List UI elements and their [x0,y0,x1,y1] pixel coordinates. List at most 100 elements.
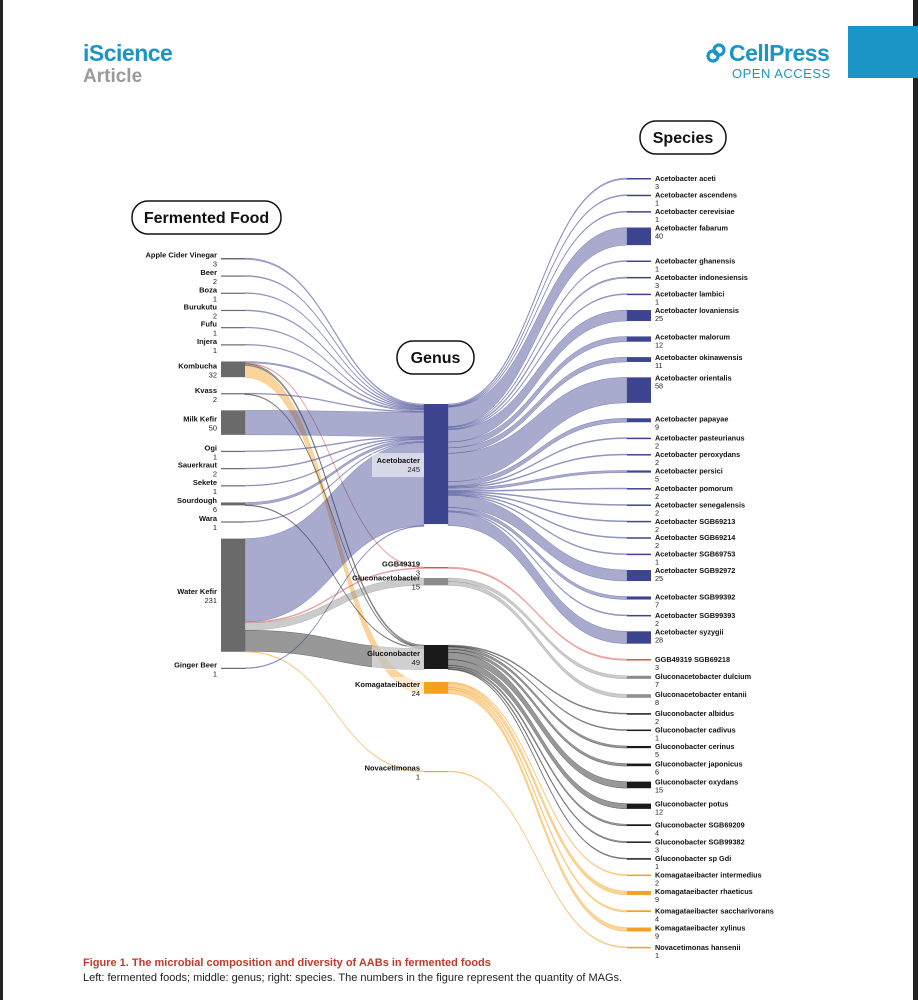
genus-label-bg-acetobacter [372,453,424,478]
species-label-acetobacter-ascendens: Acetobacter ascendens [655,191,737,200]
link-acetobacter-to-acetobacter-sgb92972 [447,494,628,582]
food-node-sourdough [221,502,245,506]
species-value-gluconobacter-sgb99382: 3 [655,845,659,854]
page-border-right [913,0,918,1000]
article-type: Article [83,66,143,87]
species-node-acetobacter-orientalis [627,377,651,403]
species-node-acetobacter-persici [627,470,651,473]
species-node-acetobacter-sgb92972 [627,570,651,582]
food-label-sauerkraut: Sauerkraut [178,461,218,470]
species-label-acetobacter-malorum: Acetobacter malorum [655,332,731,341]
species-node-komagataeibacter-intermedius [627,874,651,877]
food-node-ginger-beer [221,667,245,669]
food-node-kvass [221,393,245,395]
food-label-sekete: Sekete [193,478,217,487]
species-node-acetobacter-pomorum [627,488,651,490]
species-column-header: Species [639,120,727,155]
species-label-acetobacter-sgb69214: Acetobacter SGB69214 [655,533,736,542]
food-label-water-kefir: Water Kefir [177,587,217,596]
species-label-acetobacter-persici: Acetobacter persici [655,466,723,475]
genus-column-header: Genus [396,340,475,375]
species-value-acetobacter-senegalensis: 2 [655,508,659,517]
species-value-gluconobacter-japonicus: 6 [655,768,659,777]
species-node-gluconobacter-cerinus [627,745,651,749]
genus-node-acetobacter [424,404,448,525]
food-node-water-kefir [221,538,245,652]
species-node-acetobacter-sgb99392 [627,596,651,600]
species-node-acetobacter-senegalensis [627,504,651,506]
food-value-milk-kefir: 50 [209,424,217,433]
food-value-wara: 1 [213,523,217,532]
species-value-acetobacter-papayae: 9 [655,422,659,431]
species-node-acetobacter-okinawensis [627,357,651,362]
species-label-acetobacter-indonesiensis: Acetobacter indonesiensis [655,273,748,282]
species-node-komagataeibacter-rhaeticus [627,890,651,895]
genus-label-gluconobacter: Gluconobacter [367,649,420,658]
food-value-sauerkraut: 2 [213,470,217,479]
species-label-acetobacter-peroxydans: Acetobacter peroxydans [655,450,740,459]
species-node-gluconobacter-japonicus [627,763,651,767]
link-fufu-to-acetobacter [244,326,425,410]
genus-label-bg-gluconobacter [372,646,424,671]
species-label-gluconacetobacter-entanii: Gluconacetobacter entanii [655,690,747,699]
food-label-burukutu: Burukutu [184,302,218,311]
species-value-gluconobacter-cerinus: 5 [655,750,659,759]
species-label-acetobacter-pomorum: Acetobacter pomorum [655,484,733,493]
species-node-acetobacter-sgb69753 [627,553,651,556]
species-label-acetobacter-syzygii: Acetobacter syzygii [655,627,724,636]
genus-value-komagataeibacter: 24 [412,689,420,698]
food-value-sourdough: 6 [213,505,217,514]
species-value-gluconobacter-albidus: 2 [655,717,659,726]
species-label-acetobacter-fabarum: Acetobacter fabarum [655,224,729,233]
species-label-gluconobacter-cerinus: Gluconobacter cerinus [655,742,734,751]
species-label-komagataeibacter-saccharivorans: Komagataeibacter saccharivorans [655,906,774,915]
food-label-injera: Injera [197,337,218,346]
genus-value-novacetimonas: 1 [416,773,420,782]
species-label-gluconobacter-sp-gdi: Gluconobacter sp Gdi [655,854,731,863]
food-node-fufu [221,327,245,329]
sankey-nodes [221,178,651,949]
link-milk-kefir-to-acetobacter [244,410,425,437]
species-value-acetobacter-pasteurianus: 2 [655,442,659,451]
species-value-komagataeibacter-saccharivorans: 4 [655,914,659,923]
food-node-sekete [221,485,245,487]
species-value-gluconobacter-sgb69209: 4 [655,828,659,837]
species-label-gluconobacter-oxydans: Gluconobacter oxydans [655,778,738,787]
food-node-boza [221,292,245,294]
link-komagataeibacter-to-komagataeibacter-rhaeticus [447,682,628,896]
publisher-name: CellPress [729,40,830,66]
species-label-gluconobacter-sgb99382: Gluconobacter SGB99382 [655,837,745,846]
genus-label-bg-komagataeibacter [372,676,424,701]
species-value-novacetimonas-hansenii: 1 [655,951,659,960]
species-node-acetobacter-malorum [627,336,651,342]
species-node-gluconacetobacter-dulcium [627,675,651,679]
food-label-kvass: Kvass [195,386,217,395]
species-label-komagataeibacter-intermedius: Komagataeibacter intermedius [655,871,762,880]
journal-name: iScience [83,40,173,66]
link-water-kefir-to-ggb49319 [244,567,425,624]
food-value-water-kefir: 231 [204,596,217,605]
species-value-acetobacter-sgb99392: 7 [655,600,659,609]
figure-caption-title: Figure 1. The microbial composition and … [83,957,491,969]
species-node-acetobacter-pasteurianus [627,437,651,440]
publisher-logo: CellPress [706,40,830,67]
species-value-acetobacter-syzygii: 28 [655,635,663,644]
species-value-acetobacter-sgb92972: 25 [655,574,663,583]
species-label-gluconobacter-cadivus: Gluconobacter cadivus [655,726,736,735]
food-label-boza: Boza [199,285,218,294]
link-gluconobacter-to-gluconobacter-oxydans [447,651,628,789]
species-value-gluconacetobacter-entanii: 8 [655,698,659,707]
species-node-acetobacter-cerevisiae [627,211,651,213]
species-value-acetobacter-fabarum: 40 [655,232,663,241]
food-value-beer: 2 [213,277,217,286]
species-node-acetobacter-sgb69213 [627,520,651,523]
species-node-ggb49319-sgb69218 [627,659,651,661]
food-value-kvass: 2 [213,395,217,404]
species-label-acetobacter-sgb69753: Acetobacter SGB69753 [655,550,735,559]
brand-color-block [848,26,918,78]
species-node-acetobacter-ghanensis [627,260,651,263]
food-label-apple-cider-vinegar: Apple Cider Vinegar [145,251,217,260]
genus-label-gluconacetobacter: Gluconacetobacter [352,574,420,583]
species-node-acetobacter-sgb99393 [627,614,651,617]
food-value-boza: 1 [213,294,217,303]
